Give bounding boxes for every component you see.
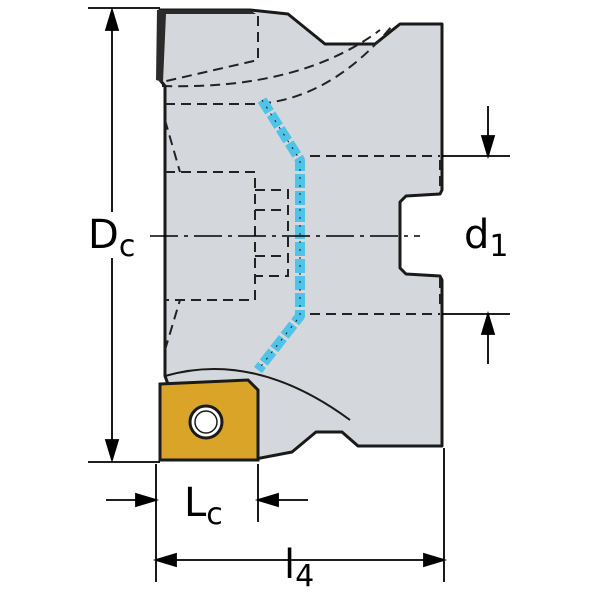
l4-label: l4	[284, 542, 314, 594]
d1-label: d1	[464, 212, 508, 264]
lc-label: Lc	[184, 480, 223, 532]
dc-label: Dc	[88, 212, 135, 264]
dimension-labels: Dc d1 Lc l4	[88, 212, 508, 594]
dimension-lines	[88, 6, 510, 582]
coolant-channel	[254, 97, 305, 374]
cutting-insert	[158, 378, 260, 462]
chip-gullet-curve	[164, 367, 351, 421]
coolant-channel-path	[254, 97, 305, 374]
